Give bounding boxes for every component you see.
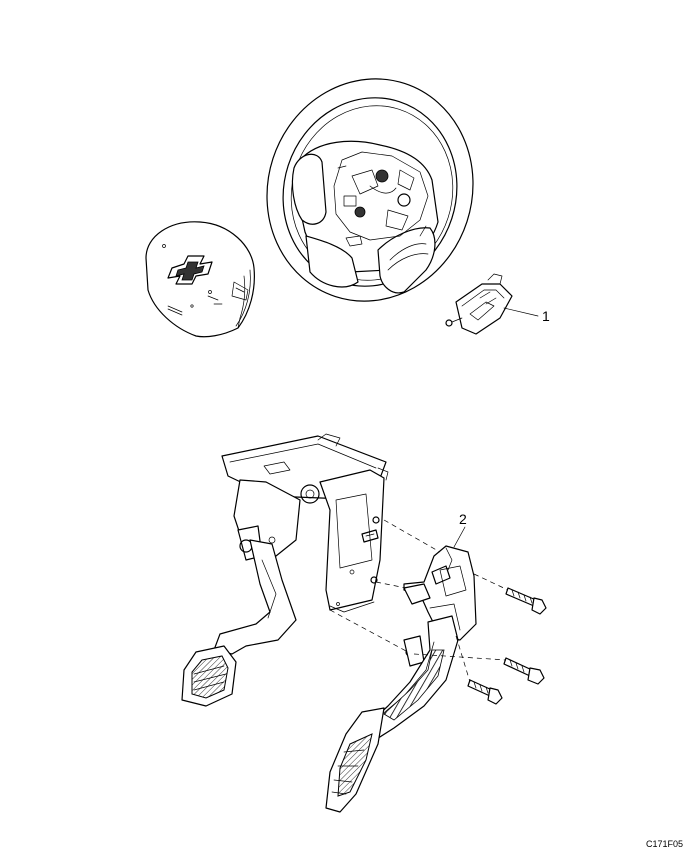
callout-2: 2 [459,511,467,527]
mounting-bolt-upper [505,587,547,615]
steering-wheel-switch [445,273,513,335]
callout-1: 1 [542,308,550,324]
mounting-bolt-middle [503,657,545,685]
steering-wheel [266,78,474,302]
leader-line-2 [453,526,466,548]
alignment-lines [329,519,509,683]
leader-line-1 [503,307,539,317]
brake-pedal [181,539,297,707]
pedal-bracket [221,433,389,613]
mounting-bolt-lower [467,679,503,705]
accelerator-pedal-assembly [325,545,477,813]
airbag-module [145,221,255,338]
figure-code: C171F05 [646,839,683,849]
